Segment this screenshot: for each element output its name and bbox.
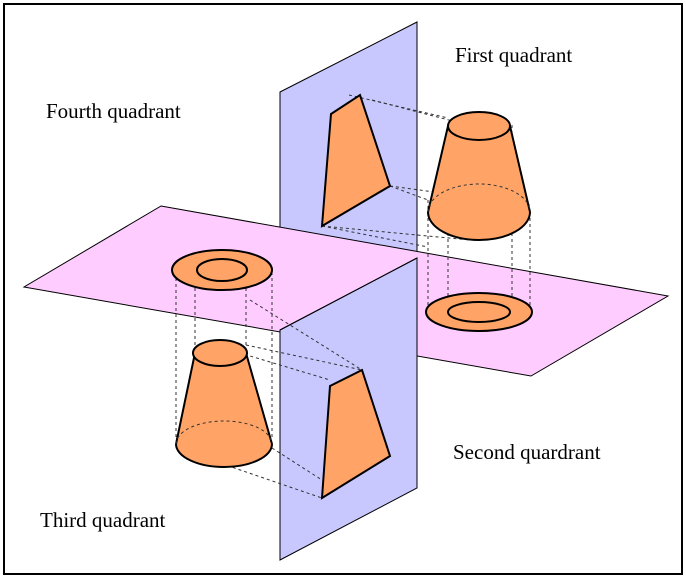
plane-intersection-line (279, 257, 418, 331)
fourth-quadrant-label: Fourth quadrant (46, 99, 181, 123)
third-quadrant-cone (174, 339, 274, 468)
third-quadrant-front-view (320, 368, 392, 500)
horizontal-plane (22, 205, 670, 377)
first-quadrant-projection-lines (321, 94, 531, 308)
second-quadrant-label: Second quardrant (453, 440, 601, 464)
first-quadrant-top-view (425, 292, 533, 332)
first-quadrant-cone (426, 111, 532, 241)
third-quadrant-label: Third quadrant (40, 508, 166, 532)
first-quadrant-label: First quadrant (455, 43, 572, 67)
third-quadrant-top-view (171, 249, 273, 291)
first-quadrant-front-view (320, 93, 392, 228)
